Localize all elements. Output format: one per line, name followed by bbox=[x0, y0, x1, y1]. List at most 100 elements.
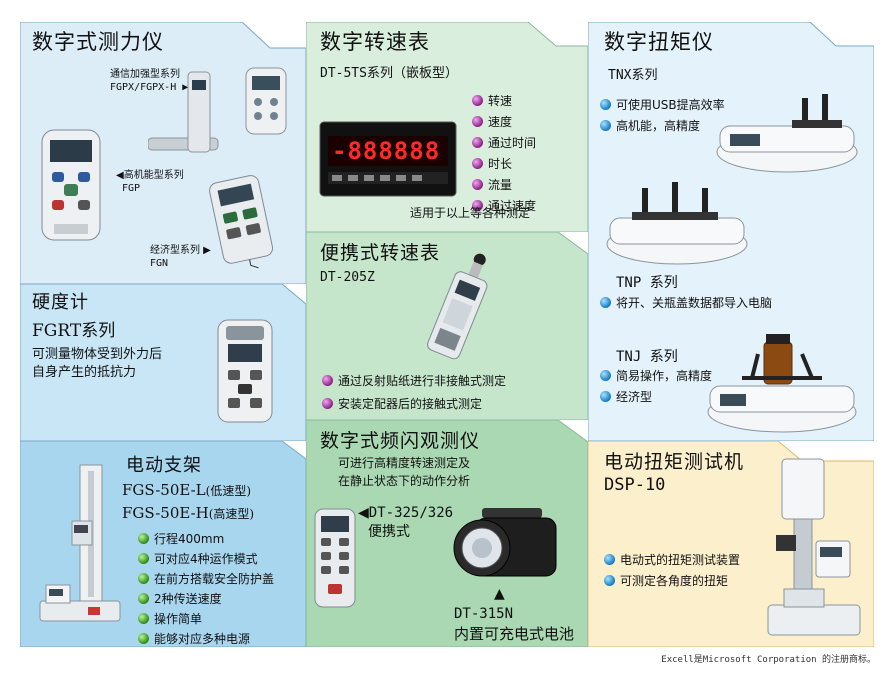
panel-tachometer-image: -888888 bbox=[318, 120, 458, 198]
fgpx-series-name: 通信加强型系列 bbox=[110, 69, 180, 80]
dt325-note: 便携式 bbox=[368, 524, 410, 540]
portable-feature-item: 安装定配器后的接触式测定 bbox=[322, 395, 506, 412]
dt315n-label: ▲ DT-315N 内置可充电式电池 bbox=[454, 586, 575, 643]
blue-bullet-icon bbox=[600, 120, 611, 131]
tnx-series: TNX系列 bbox=[608, 68, 658, 83]
fgp-series-name: 高机能型系列 bbox=[123, 170, 184, 181]
tnx-feature-item: 高机能，高精度 bbox=[600, 117, 725, 134]
stand-feature-item: 能够对应多种电源 bbox=[138, 630, 274, 647]
purple-bullet-icon bbox=[472, 200, 483, 211]
dt315n-note: 内置可充电式电池 bbox=[454, 625, 575, 643]
tnp-feature-item: 将开、关瓶盖数据都导入电脑 bbox=[600, 294, 772, 311]
tachometer-model: DT-5TS系列（嵌板型） bbox=[320, 66, 458, 81]
tachometer-display-digits: -888888 bbox=[332, 137, 441, 165]
stand-model1-note: (低速型) bbox=[205, 484, 252, 498]
stand-model2: FGS-50E-H(高速型) bbox=[122, 504, 254, 522]
tachometer-feature-item: 速度 bbox=[472, 113, 536, 130]
dt325-device-image bbox=[312, 506, 358, 610]
dt325-model: DT-325/326 bbox=[368, 505, 454, 521]
stroboscope-panel-bg bbox=[306, 420, 588, 647]
torque-tester-title: 电动扭矩测试机 bbox=[604, 451, 745, 473]
force-gauge-title: 数字式测力仪 bbox=[32, 30, 164, 54]
hardness-desc: 可测量物体受到外力后 自身产生的抵抗力 bbox=[32, 346, 162, 382]
stand-feature-item: 2种传送速度 bbox=[138, 590, 274, 607]
stand-feature-item: 在前方搭载安全防护盖 bbox=[138, 570, 274, 587]
tnp-feature-list: 将开、关瓶盖数据都导入电脑 bbox=[600, 294, 772, 311]
hardness-model: FGRT系列 bbox=[32, 321, 116, 341]
tachometer-feature-item: 流量 bbox=[472, 176, 536, 193]
tachometer-feature-item: 通过速度 bbox=[472, 197, 536, 214]
torque-tester-feature-list: 电动式的扭矩测试装置 可测定各角度的扭矩 bbox=[604, 551, 740, 589]
tachometer-title: 数字转速表 bbox=[320, 30, 430, 54]
fgpx-gauge-image bbox=[148, 66, 288, 156]
green-bullet-icon bbox=[138, 573, 149, 584]
fgn-label: 经济型系列 ▶ FGN bbox=[150, 245, 211, 269]
dt315n-model: DT-315N bbox=[454, 606, 514, 622]
tnp-torque-gauge-image bbox=[602, 178, 752, 268]
tnj-series: TNJ 系列 bbox=[616, 349, 678, 365]
tachometer-feature-item: 时长 bbox=[472, 155, 536, 172]
stand-feature-item: 操作简单 bbox=[138, 610, 274, 627]
dt325-label: ◀DT-325/326 便携式 bbox=[358, 505, 454, 540]
torque-title: 数字扭矩仪 bbox=[604, 30, 714, 54]
hardness-tester-image bbox=[216, 318, 274, 424]
motorized-stand-image bbox=[34, 461, 124, 641]
purple-bullet-icon bbox=[322, 375, 333, 386]
blue-bullet-icon bbox=[604, 554, 615, 565]
stand-feature-item: 可对应4种运作模式 bbox=[138, 550, 274, 567]
hardness-panel: 硬度计 FGRT系列 可测量物体受到外力后 自身产生的抵抗力 bbox=[20, 284, 306, 441]
tachometer-note: 适用于以上等各种测定 bbox=[410, 206, 531, 220]
green-bullet-icon bbox=[138, 553, 149, 564]
green-bullet-icon bbox=[138, 633, 149, 644]
stroboscope-desc: 可进行高精度转速测定及 在静止状态下的动作分析 bbox=[338, 454, 470, 490]
purple-bullet-icon bbox=[472, 95, 483, 106]
portable-feature-item: 通过反射贴纸进行非接触式测定 bbox=[322, 372, 506, 389]
stroboscope-desc-line2: 在静止状态下的动作分析 bbox=[338, 474, 471, 488]
stroboscope-desc-line1: 可进行高精度转速测定及 bbox=[338, 456, 471, 470]
fgn-model: FGN bbox=[150, 258, 169, 269]
fgn-series-name: 经济型系列 bbox=[150, 245, 200, 256]
blue-bullet-icon bbox=[600, 370, 611, 381]
tachometer-feature-item: 转速 bbox=[472, 92, 536, 109]
stand-feature-list: 行程400mm 可对应4种运作模式 在前方搭载安全防护盖 2种传送速度 操作简单… bbox=[138, 530, 274, 647]
tnx-feature-item: 可使用USB提高效率 bbox=[600, 96, 725, 113]
portable-feature-list: 通过反射贴纸进行非接触式测定 安装定配器后的接触式测定 bbox=[322, 372, 506, 412]
stand-feature-item: 行程400mm bbox=[138, 530, 274, 547]
dsp10-tester-image bbox=[764, 455, 864, 643]
blue-bullet-icon bbox=[600, 297, 611, 308]
blue-bullet-icon bbox=[600, 99, 611, 110]
purple-bullet-icon bbox=[472, 137, 483, 148]
hardness-title: 硬度计 bbox=[32, 292, 89, 313]
dt315n-device-image bbox=[452, 502, 562, 588]
torque-tester-panel: 电动扭矩测试机 DSP-10 电动式的扭矩测试装置 可测定各角度的扭矩 bbox=[588, 441, 874, 647]
stand-title: 电动支架 bbox=[126, 455, 202, 476]
torque-panel: 数字扭矩仪 TNX系列 可使用USB提高效率 高机能，高精度 TNP 系列 将开… bbox=[588, 22, 874, 441]
tnj-torque-gauge-image bbox=[702, 328, 862, 438]
portable-tachometer-panel: 便携式转速表 DT-205Z 通过反射贴纸进行非接触式测定 安装定配器后的接触式… bbox=[306, 232, 588, 420]
tnj-feature-item: 简易操作，高精度 bbox=[600, 367, 712, 384]
fgp-label: ◀高机能型系列 FGP bbox=[116, 170, 184, 194]
portable-model: DT-205Z bbox=[320, 270, 375, 285]
purple-bullet-icon bbox=[472, 179, 483, 190]
stand-panel: 电动支架 FGS-50E-L(低速型) FGS-50E-H(高速型) 行程400… bbox=[20, 441, 306, 647]
fgp-model: FGP bbox=[122, 183, 141, 194]
purple-bullet-icon bbox=[322, 398, 333, 409]
stand-model2-name: FGS-50E-H bbox=[122, 504, 209, 522]
green-bullet-icon bbox=[138, 533, 149, 544]
fgp-gauge-image bbox=[40, 128, 104, 244]
stand-model1-name: FGS-50E-L bbox=[122, 481, 206, 499]
fgpx-label: 通信加强型系列 FGPX/FGPX-H ▶ bbox=[110, 69, 189, 93]
hardness-desc-line1: 可测量物体受到外力后 bbox=[32, 347, 163, 362]
stand-model1: FGS-50E-L(低速型) bbox=[122, 481, 251, 499]
purple-bullet-icon bbox=[472, 158, 483, 169]
stroboscope-title: 数字式频闪观测仪 bbox=[320, 430, 481, 452]
hardness-desc-line2: 自身产生的抵抗力 bbox=[32, 365, 137, 380]
blue-bullet-icon bbox=[604, 575, 615, 586]
tnx-torque-gauge-image bbox=[712, 90, 862, 176]
tnp-series: TNP 系列 bbox=[616, 275, 678, 291]
torque-tester-feature-item: 电动式的扭矩测试装置 bbox=[604, 551, 740, 568]
force-gauge-panel: 数字式测力仪 通信加强型系列 FGPX/FGPX-H ▶ ◀高机能型系列 bbox=[20, 22, 306, 284]
portable-title: 便携式转速表 bbox=[320, 242, 441, 264]
green-bullet-icon bbox=[138, 613, 149, 624]
tnj-feature-item: 经济型 bbox=[600, 388, 712, 405]
